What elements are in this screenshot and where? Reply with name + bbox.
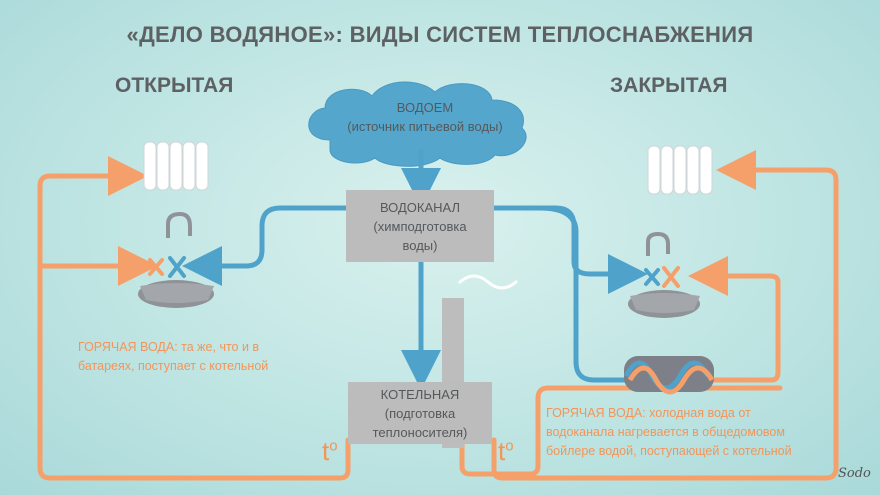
vodokanal-line1: ВОДОКАНАЛ: [379, 200, 461, 215]
radiator-closed-icon: [647, 145, 713, 195]
pipe-vodokanal-closed-boiler: [537, 205, 629, 383]
reservoir-line1: ВОДОЕМ: [396, 100, 454, 115]
boiler-heat-exchanger: [623, 356, 715, 395]
open-note-line2: батареях, поступает с котельной: [78, 359, 269, 373]
reservoir-text: ВОДОЕМ (источник питьевой воды): [330, 98, 520, 136]
vodokanal-text: ВОДОКАНАЛ (химподготовка воды): [346, 198, 494, 255]
pipe-open-loop: [37, 156, 351, 481]
reservoir-line2: (источник питьевой воды): [347, 119, 503, 134]
temperature-label-right: to: [498, 436, 514, 467]
temp-degree-left: o: [329, 437, 338, 455]
sink-closed-icon: [628, 231, 700, 318]
pipe-vodokanal-closed-sink: [491, 205, 648, 294]
boiler-house-line2: (подготовка: [384, 406, 456, 421]
vodokanal-box: [346, 190, 494, 262]
vodokanal-line2: (химподготовка: [373, 219, 467, 234]
boiler-house-line3: теплоносителя): [372, 425, 468, 440]
closed-note-label: ГОРЯЧАЯ ВОДА:: [546, 406, 646, 420]
open-hot-water-note: ГОРЯЧАЯ ВОДА: та же, что и в батареях, п…: [78, 338, 318, 376]
temperature-label-left: to: [322, 436, 338, 467]
sink-open-icon: [138, 211, 214, 308]
open-note-line1: та же, что и в: [177, 340, 260, 354]
pipe-vodokanal-open-sink: [182, 205, 349, 286]
vodokanal-line3: воды): [402, 238, 438, 253]
open-system-label: ОТКРЫТАЯ: [115, 74, 234, 97]
radiator-open-icon: [143, 141, 209, 191]
closed-hot-water-note: ГОРЯЧАЯ ВОДА: холодная вода от водоканал…: [546, 404, 836, 461]
diagram-title: «ДЕЛО ВОДЯНОЕ»: ВИДЫ СИСТЕМ ТЕПЛОСНАБЖЕН…: [126, 22, 754, 47]
boiler-house-line1: КОТЕЛЬНАЯ: [380, 387, 460, 402]
boiler-house-box: [348, 382, 492, 444]
temp-symbol-left: t: [322, 436, 330, 466]
reservoir-cloud: [308, 81, 527, 167]
temp-degree-right: o: [505, 437, 514, 455]
temp-symbol-right: t: [498, 436, 506, 466]
closed-note-line2: водоканала нагревается в общедомовом: [546, 425, 785, 439]
closed-system-label: ЗАКРЫТАЯ: [610, 74, 728, 97]
open-note-label: ГОРЯЧАЯ ВОДА:: [78, 340, 178, 354]
author-signature: Sodo: [838, 466, 871, 481]
pipe-closed-return: [491, 150, 839, 481]
closed-note-line1: холодная вода от: [645, 406, 751, 420]
pipe-closed-supply: [459, 385, 783, 477]
closed-note-line3: бойлере водой, поступающей с котельной: [546, 444, 792, 458]
pipe-closed-hot-water: [688, 256, 781, 383]
boiler-house-text: КОТЕЛЬНАЯ (подготовка теплоносителя): [348, 385, 492, 442]
